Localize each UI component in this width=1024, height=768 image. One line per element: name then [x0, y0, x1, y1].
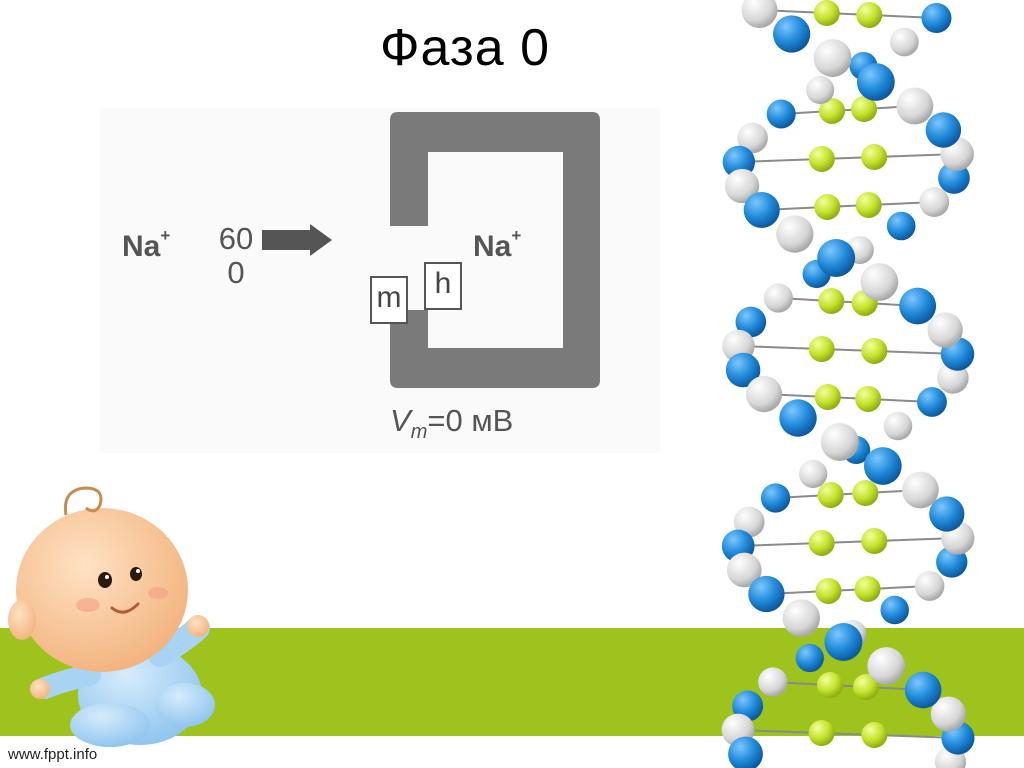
- dna-strands: [722, 0, 975, 768]
- baby-icon: [0, 480, 230, 750]
- dna-strand-bead: [773, 15, 810, 52]
- dna-rung-line: [738, 538, 958, 546]
- dna-strand-bead: [880, 596, 908, 624]
- dna-rung-line: [764, 394, 932, 402]
- dna-rung-line: [738, 346, 957, 354]
- dna-strand-bead: [860, 263, 898, 301]
- membrane-voltage-label: Vm=0 мВ: [390, 403, 513, 444]
- concentration-label: 60 0: [213, 222, 259, 290]
- dna-base-bead: [818, 288, 844, 314]
- dna-base-bead: [856, 192, 882, 218]
- dna-strand-bead: [917, 387, 947, 417]
- dna-strand-bead: [857, 63, 895, 101]
- dna-base-bead: [815, 384, 841, 410]
- dna-strand-bead: [899, 288, 936, 325]
- gate-h: h: [424, 262, 462, 310]
- right-arrow-icon: [262, 224, 336, 256]
- dna-strand-bead: [814, 39, 852, 77]
- dna-base-bead: [809, 146, 835, 172]
- dna-base-bead: [814, 0, 840, 26]
- dna-strand-bead: [824, 623, 862, 661]
- dna-strand-bead: [890, 28, 919, 57]
- dna-strand-bead: [896, 88, 933, 125]
- dna-rung-line: [738, 730, 958, 738]
- dna-strand-bead: [921, 3, 951, 33]
- ion-outside-label: Na+: [122, 230, 170, 264]
- dna-strand-bead: [776, 215, 813, 252]
- dna-base-bead: [814, 194, 840, 220]
- dna-strand-bead: [742, 0, 778, 28]
- dna-strand-bead: [915, 571, 945, 601]
- dna-base-bead: [809, 530, 835, 556]
- dna-base-bead: [855, 576, 881, 602]
- dna-base-bead: [861, 722, 887, 748]
- dna-base-bead: [817, 672, 843, 698]
- ion-inside-label: Na+: [473, 230, 521, 264]
- dna-rung-line: [766, 586, 929, 594]
- concentration-line-2: 0: [213, 256, 259, 290]
- dna-rung-line: [778, 298, 917, 306]
- dna-strand-bead: [927, 312, 962, 347]
- dna-strand-bead: [746, 376, 782, 412]
- dna-base-bead: [861, 528, 887, 554]
- dna-rung-line: [773, 682, 923, 690]
- dna-strand-bead: [817, 239, 855, 277]
- dna-rung-line: [776, 490, 921, 498]
- concentration-line-1: 60: [213, 222, 259, 256]
- dna-strand-bead: [926, 112, 961, 147]
- dna-strand-bead: [919, 187, 949, 217]
- dna-base-bead: [852, 480, 878, 506]
- dna-strand-bead: [821, 423, 859, 461]
- dna-strand-bead: [864, 447, 902, 485]
- gate-m: m: [370, 276, 408, 324]
- dna-strand-bead: [783, 599, 821, 637]
- dna-base-bead: [855, 386, 881, 412]
- dna-strand-bead: [799, 460, 827, 488]
- dna-strand-bead: [887, 212, 916, 241]
- dna-strand-bead: [761, 483, 790, 512]
- dna-strand-bead: [884, 412, 913, 441]
- dna-strand-bead: [744, 192, 780, 228]
- dna-helix-icon: [680, 0, 1024, 768]
- dna-base-bead: [809, 336, 835, 362]
- dna-rung-line: [762, 202, 935, 210]
- dna-base-bead: [856, 2, 882, 28]
- dna-strand-bead: [806, 76, 834, 104]
- dna-base-bead: [861, 338, 887, 364]
- dna-strand-bead: [902, 472, 939, 509]
- dna-strand-bead: [767, 99, 796, 128]
- dna-base-bead: [818, 482, 844, 508]
- dna-strand-bead: [758, 667, 787, 696]
- dna-base-bead: [861, 144, 887, 170]
- dna-base-bead: [815, 578, 841, 604]
- dna-rung-line: [781, 106, 915, 114]
- dna-strand-bead: [796, 644, 824, 672]
- dna-strand-bead: [779, 399, 816, 436]
- dna-rung-line: [739, 154, 957, 162]
- dna-strand-bead: [764, 283, 793, 312]
- dna-base-bead: [809, 720, 835, 746]
- dna-strand-bead: [748, 576, 784, 612]
- dna-strand-bead: [905, 672, 942, 709]
- dna-strand-bead: [867, 647, 905, 685]
